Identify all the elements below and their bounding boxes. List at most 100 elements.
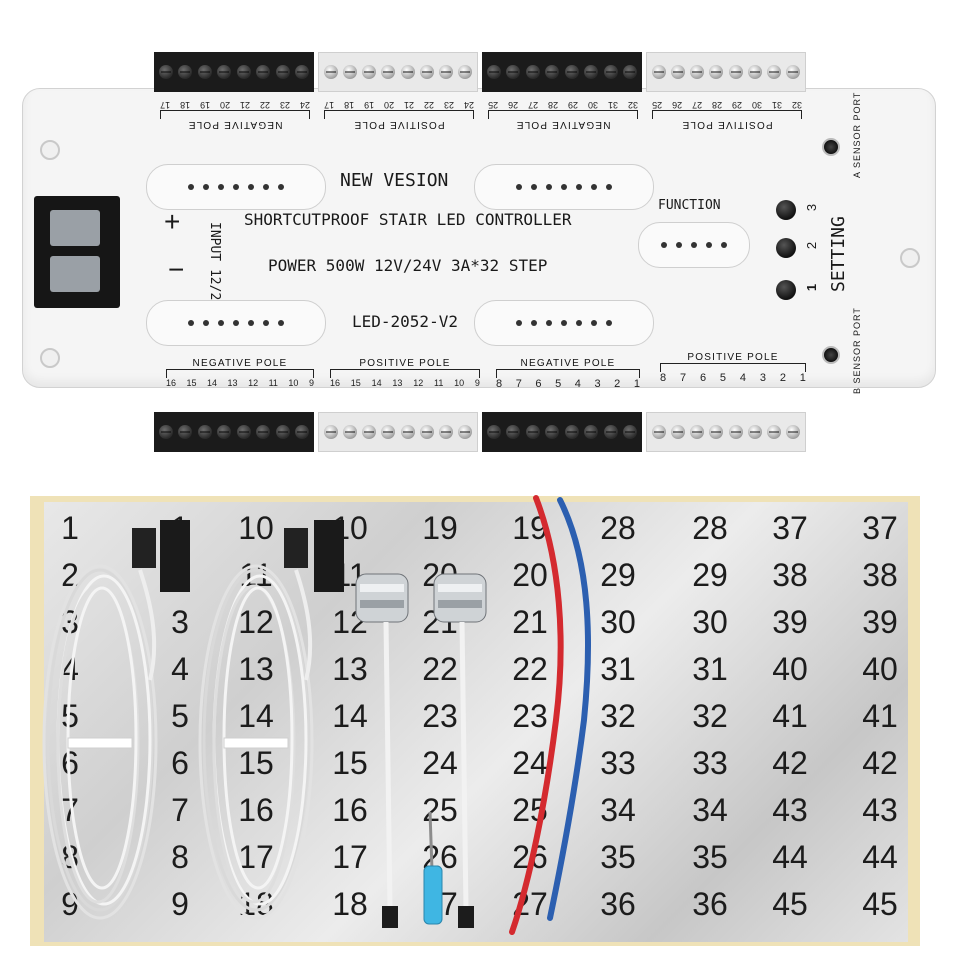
sticker-number: 24 bbox=[512, 745, 548, 781]
pin-number: 15 bbox=[350, 378, 361, 388]
sticker-number: 19 bbox=[422, 510, 458, 546]
sticker-number: 31 bbox=[600, 651, 636, 687]
led-indicator-row bbox=[146, 300, 326, 346]
cable-tie bbox=[223, 737, 289, 749]
sticker-number: 44 bbox=[772, 839, 808, 875]
top-terminal-positive-25-32 bbox=[646, 52, 806, 92]
sticker-number: 39 bbox=[862, 604, 898, 640]
setting-button-2[interactable] bbox=[776, 238, 796, 258]
sticker-number: 17 bbox=[332, 839, 368, 875]
sticker-number: 7 bbox=[171, 792, 189, 828]
pin-number: 6 bbox=[699, 372, 707, 384]
sticker-number: 4 bbox=[171, 651, 189, 687]
sticker-number: 28 bbox=[692, 510, 728, 546]
mounting-hole bbox=[900, 248, 920, 268]
sticker-number: 29 bbox=[600, 557, 636, 593]
bottom-terminal-positive-9-16 bbox=[318, 412, 478, 452]
top-terminal-positive-17-24 bbox=[318, 52, 478, 92]
pin-number: 11 bbox=[433, 378, 444, 388]
pin-number: 10 bbox=[454, 378, 465, 388]
bottom-terminal-negative-1-8 bbox=[482, 412, 642, 452]
sticker-number: 30 bbox=[600, 604, 636, 640]
screwdriver bbox=[423, 811, 443, 925]
sticker-number: 28 bbox=[600, 510, 636, 546]
sticker-number: 38 bbox=[772, 557, 808, 593]
function-label: FUNCTION bbox=[658, 198, 721, 213]
cable-lead bbox=[294, 569, 313, 681]
plus-sign: + bbox=[164, 206, 181, 237]
sticker-number: 12 bbox=[238, 604, 274, 640]
led-indicator-row bbox=[474, 300, 654, 346]
pin-number: 9 bbox=[308, 378, 314, 388]
sticker-number: 6 bbox=[61, 745, 79, 781]
pin-number: 3 bbox=[759, 372, 766, 384]
sticker-number: 32 bbox=[692, 698, 728, 734]
pin-number: 16 bbox=[166, 378, 177, 388]
sticker-number: 22 bbox=[512, 651, 548, 687]
sticker-number: 35 bbox=[600, 839, 636, 875]
pin-number: 13 bbox=[227, 378, 238, 388]
sticker-number: 34 bbox=[600, 792, 636, 828]
pin-number: 16 bbox=[330, 378, 341, 388]
sticker-number: 16 bbox=[332, 792, 368, 828]
sticker-number: 25 bbox=[422, 792, 458, 828]
cable-lead bbox=[138, 569, 157, 681]
top-terminal-negative-17-24 bbox=[154, 52, 314, 92]
pole-label: NEGATIVE POLE bbox=[520, 358, 616, 369]
edition-label: NEW VESION bbox=[340, 170, 449, 191]
input-screw bbox=[50, 256, 100, 292]
sticker-number: 20 bbox=[512, 557, 548, 593]
connector bbox=[160, 520, 190, 592]
sticker-number: 5 bbox=[61, 698, 79, 734]
sticker-number: 22 bbox=[422, 651, 458, 687]
mounting-hole bbox=[40, 140, 60, 160]
function-indicator-row bbox=[638, 222, 750, 268]
sticker-number: 37 bbox=[772, 510, 808, 546]
sticker-number: 6 bbox=[171, 745, 189, 781]
input-screw bbox=[50, 210, 100, 246]
pole-label: POSITIVE POLE bbox=[359, 358, 451, 369]
sticker-number: 13 bbox=[332, 651, 368, 687]
sensor-port-b[interactable] bbox=[822, 346, 840, 364]
sticker-number: 33 bbox=[600, 745, 636, 781]
mounting-hole bbox=[40, 348, 60, 368]
pin-number: 12 bbox=[413, 378, 424, 388]
sticker-number: 42 bbox=[862, 745, 898, 781]
setting-button-1[interactable] bbox=[776, 280, 796, 300]
bracket bbox=[166, 369, 314, 378]
sticker-number: 38 bbox=[862, 557, 898, 593]
sticker-number: 43 bbox=[772, 792, 808, 828]
sticker-number: 42 bbox=[772, 745, 808, 781]
sticker-number: 30 bbox=[692, 604, 728, 640]
power-rating: POWER 500W 12V/24V 3A*32 STEP bbox=[268, 256, 548, 275]
sticker-number: 14 bbox=[332, 698, 368, 734]
sticker-number: 21 bbox=[512, 604, 548, 640]
sticker-number: 37 bbox=[862, 510, 898, 546]
sticker-number: 5 bbox=[171, 698, 189, 734]
sticker-number: 8 bbox=[171, 839, 189, 875]
bottom-terminal-positive-1-8 bbox=[646, 412, 806, 452]
sticker-number: 39 bbox=[772, 604, 808, 640]
cable-tie bbox=[67, 737, 133, 749]
sticker-number: 23 bbox=[512, 698, 548, 734]
pin-number: 14 bbox=[207, 378, 218, 388]
sticker-number: 17 bbox=[238, 839, 274, 875]
sticker-number: 24 bbox=[422, 745, 458, 781]
sticker-number: 45 bbox=[772, 886, 808, 922]
sticker-number: 41 bbox=[772, 698, 808, 734]
led-indicator-row bbox=[474, 164, 654, 210]
sticker-number: 31 bbox=[692, 651, 728, 687]
pole-label: NEGATIVE POLE bbox=[192, 358, 288, 369]
sensor-port-a[interactable] bbox=[822, 138, 840, 156]
top-terminal-negative-25-32 bbox=[482, 52, 642, 92]
sticker-number: 41 bbox=[862, 698, 898, 734]
setting-button-3[interactable] bbox=[776, 200, 796, 220]
pin-number: 12 bbox=[248, 378, 259, 388]
